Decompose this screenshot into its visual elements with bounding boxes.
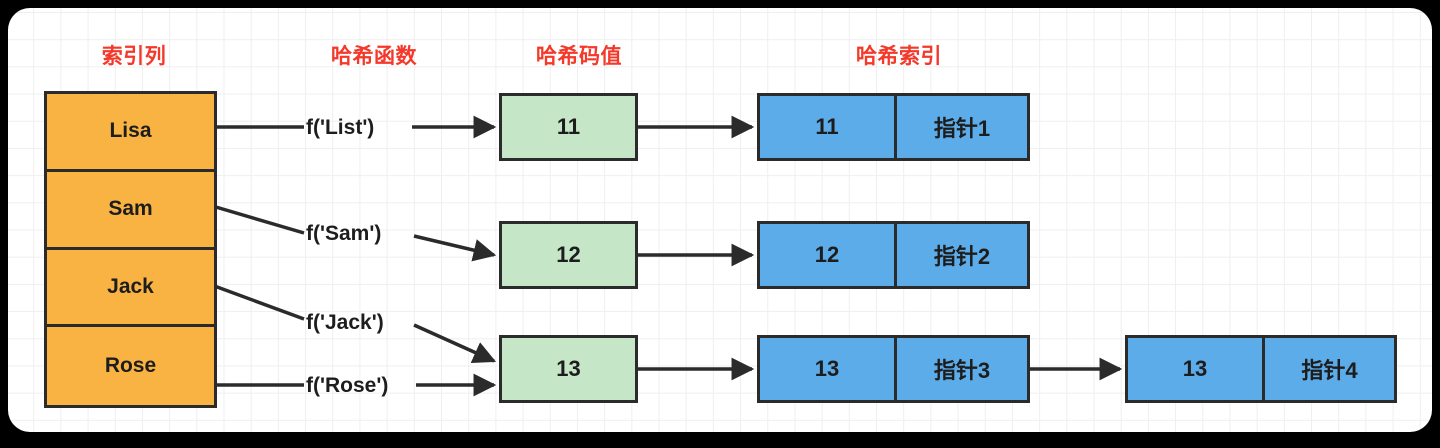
bucket-pointer: 指针1 [933,116,991,141]
column-label-hash-code: 哈希码值 [536,45,622,68]
hash-function-call-jack: f('Jack') [306,311,384,334]
hash-code-box-11[interactable]: 11 [499,93,638,161]
index-cell-lisa[interactable]: Lisa [47,94,214,172]
hash-code-value: 12 [556,242,581,267]
index-cell-label: Rose [104,354,157,378]
bucket-key: 11 [760,96,897,158]
bucket-key: 13 [1128,338,1265,400]
index-cell-rose[interactable]: Rose [47,327,214,405]
hash-bucket-11[interactable]: 11 指针1 [757,93,1030,161]
hash-code-value: 13 [556,356,581,381]
index-cell-sam[interactable]: Sam [47,172,214,250]
bucket-pointer: 指针4 [1301,358,1358,383]
hash-bucket-13-chained[interactable]: 13 指针4 [1125,335,1397,403]
diagram-canvas: 索引列 哈希函数 哈希码值 哈希索引 [8,8,1432,432]
hash-bucket-12[interactable]: 12 指针2 [757,221,1030,289]
index-cell-jack[interactable]: Jack [47,250,214,328]
hash-function-call-sam: f('Sam') [306,222,382,245]
column-label-hash-index: 哈希索引 [856,45,942,68]
column-label-index: 索引列 [101,45,167,68]
hash-bucket-13[interactable]: 13 指针3 [757,335,1030,403]
bucket-key: 13 [760,338,897,400]
hash-function-call-rose: f('Rose') [306,374,389,397]
hash-code-box-12[interactable]: 12 [499,221,638,289]
bucket-key: 12 [760,224,897,286]
index-column: Lisa Sam Jack Rose [44,91,217,408]
bucket-pointer: 指针3 [933,358,991,383]
index-cell-label: Sam [108,197,153,221]
index-cell-label: Lisa [109,119,152,143]
hash-code-value: 11 [556,114,581,139]
hash-code-box-13[interactable]: 13 [499,335,638,403]
index-cell-label: Jack [107,274,154,298]
column-label-hash-function: 哈希函数 [331,45,417,68]
hash-function-call-list: f('List') [306,116,375,139]
bucket-pointer: 指针2 [933,244,991,269]
